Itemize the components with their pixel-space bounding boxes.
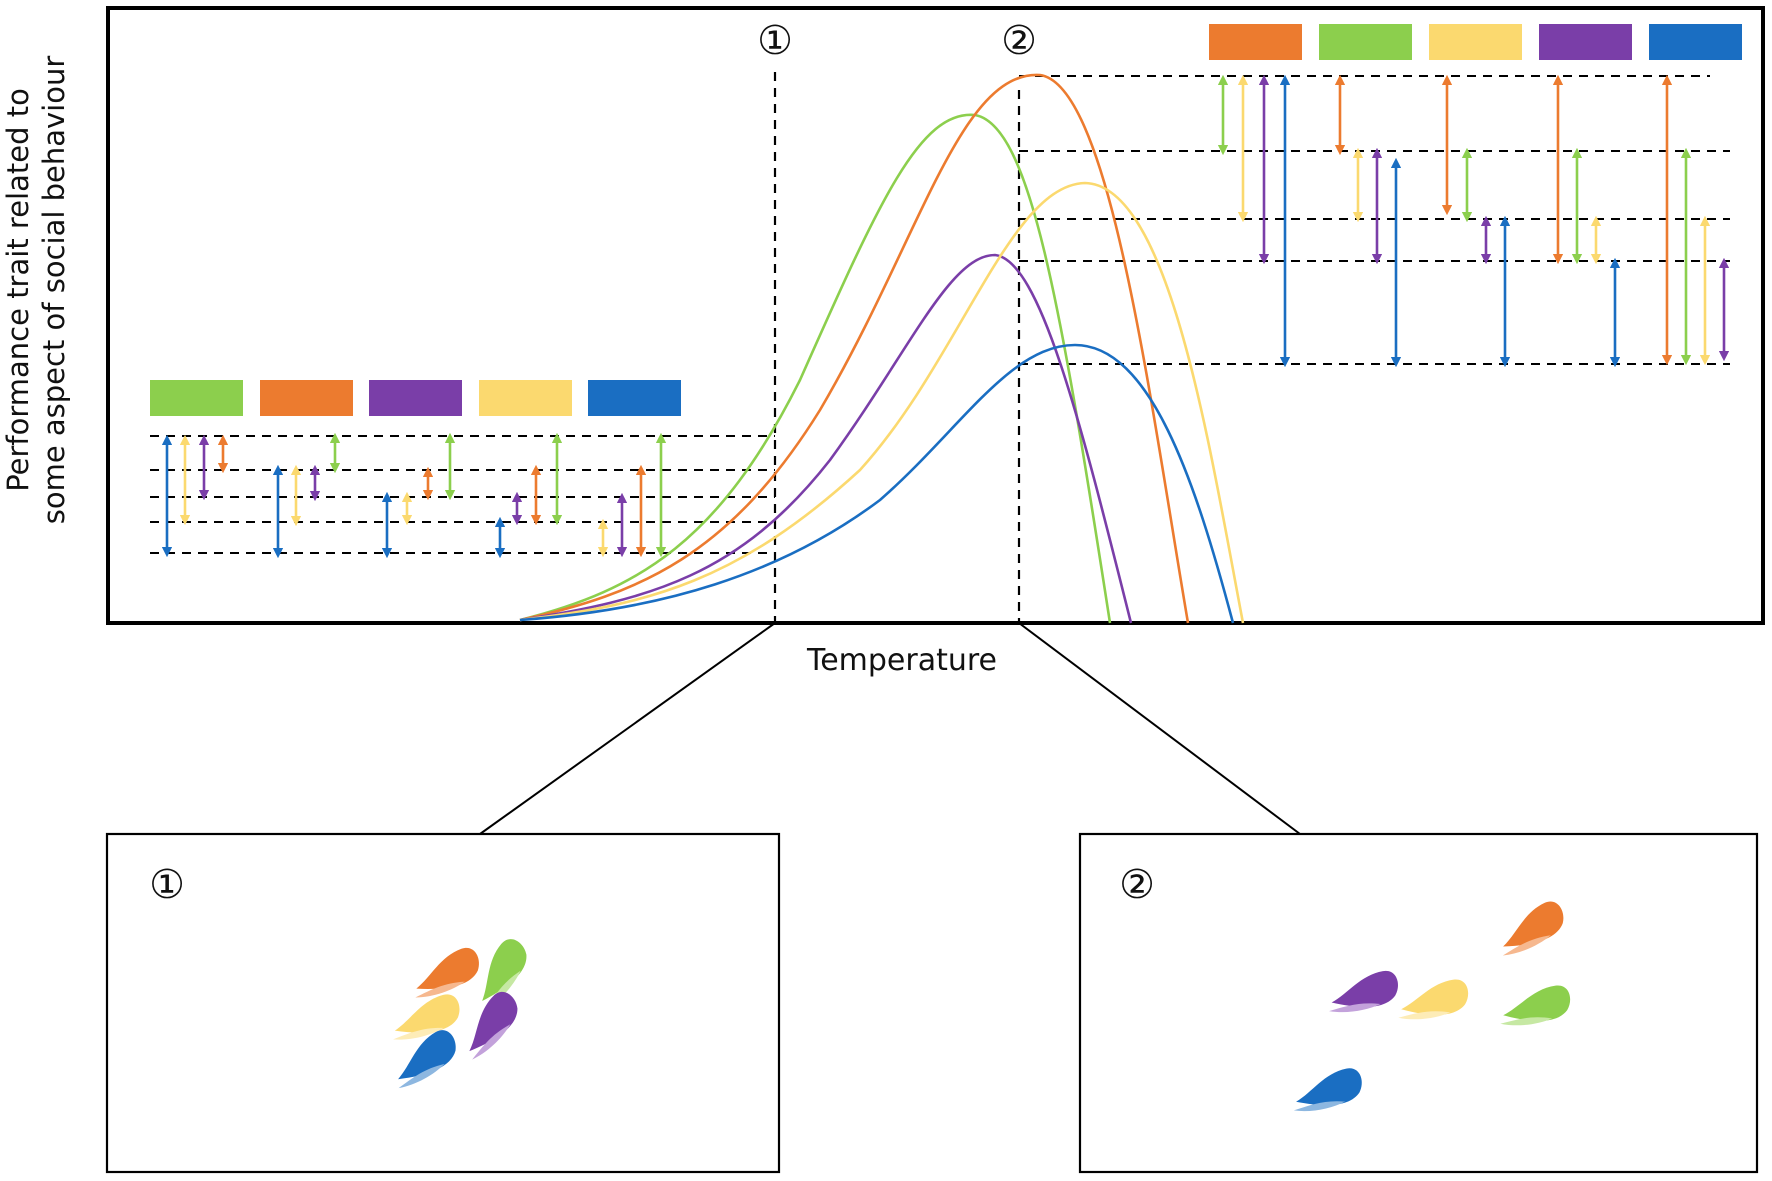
- fish-yellow-2: [1398, 979, 1469, 1020]
- left-distance-arrows: [161, 432, 667, 559]
- legend-right-yellow: [1429, 24, 1522, 60]
- fish-blue-2: [1293, 1068, 1362, 1112]
- fish-yellow-1: [393, 994, 460, 1040]
- fish-orange-2: [1502, 901, 1564, 956]
- curve-purple: [519, 253, 1133, 624]
- plot-frame: [106, 6, 1765, 625]
- curve-orange: [519, 73, 1190, 624]
- curve-green: [519, 113, 1112, 624]
- x-axis-label: Temperature: [806, 643, 997, 678]
- connector-2: [1018, 622, 1301, 835]
- inset-2: ②: [1078, 832, 1759, 1174]
- y-axis-label-line2: some aspect of social behaviour: [37, 56, 71, 525]
- legend-right-blue: [1649, 24, 1742, 60]
- inset-1: ①: [105, 832, 781, 1174]
- legend-left-yellow: [479, 380, 572, 416]
- marker-1-label: ①: [757, 18, 793, 64]
- y-axis-label-line1: Performance trait related to: [1, 88, 35, 492]
- fish-green-2: [1500, 985, 1571, 1026]
- connector-1: [479, 622, 776, 835]
- performance-curves: [519, 73, 1245, 624]
- fish-orange-1: [415, 947, 479, 998]
- right-legend: [1209, 24, 1742, 60]
- fish-purple-1: [469, 991, 518, 1060]
- left-legend: [150, 380, 681, 416]
- inset-2-label: ②: [1119, 862, 1155, 908]
- fish-blue-1: [398, 1030, 456, 1089]
- legend-left-purple: [369, 380, 462, 416]
- legend-right-orange: [1209, 24, 1302, 60]
- fish-purple-2: [1329, 970, 1398, 1013]
- curve-yellow: [519, 181, 1245, 624]
- legend-right-purple: [1539, 24, 1632, 60]
- legend-left-blue: [588, 380, 681, 416]
- left-level-lines: [150, 435, 775, 554]
- curve-blue: [519, 343, 1235, 624]
- marker-2-label: ②: [1001, 18, 1037, 64]
- legend-left-orange: [260, 380, 353, 416]
- right-distance-arrows: [1217, 74, 1730, 368]
- legend-right-green: [1319, 24, 1412, 60]
- inset-1-label: ①: [149, 862, 185, 908]
- right-level-lines: [1019, 75, 1730, 365]
- legend-left-green: [150, 380, 243, 416]
